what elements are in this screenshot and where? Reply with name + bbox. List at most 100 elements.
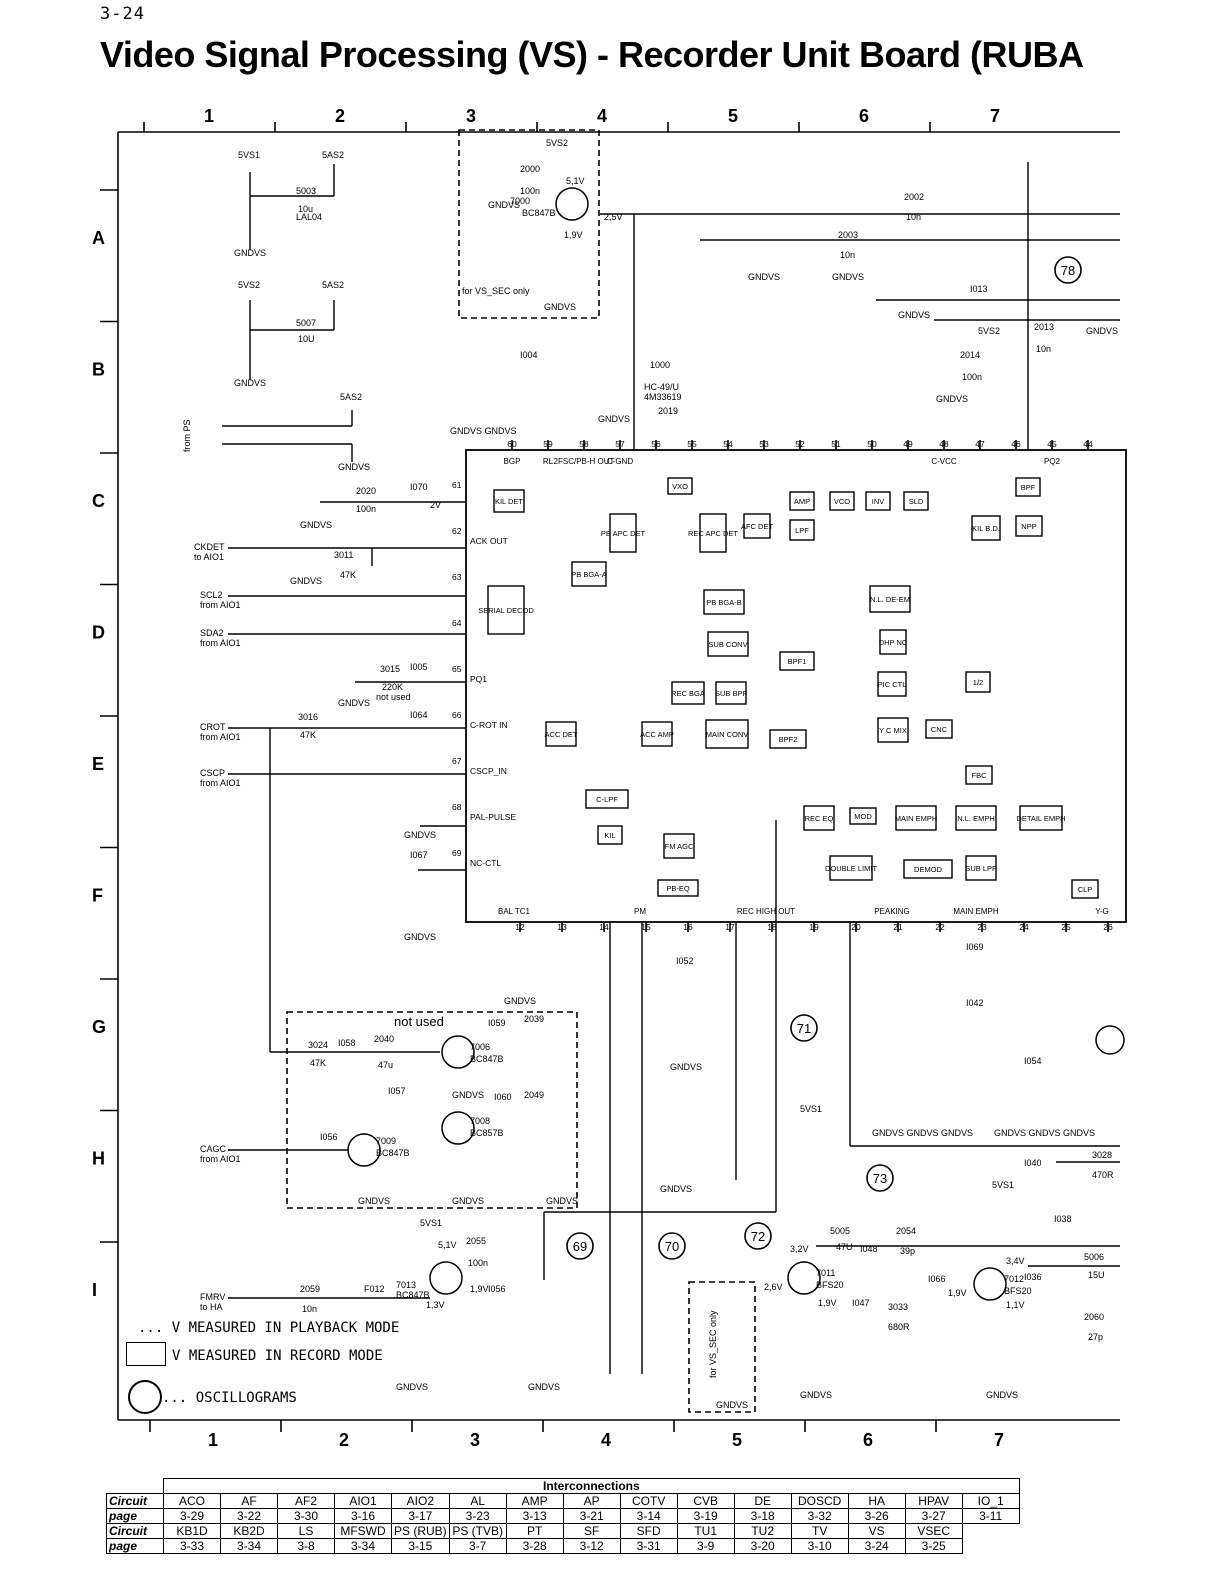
svg-text:I042: I042 xyxy=(966,998,984,1008)
function-block: SUB CONV xyxy=(707,631,749,657)
interconnection-cell: 3-23 xyxy=(448,1508,507,1524)
interconnection-cell: 3-27 xyxy=(904,1508,963,1524)
svg-text:5,1V: 5,1V xyxy=(438,1240,457,1250)
pin-number: 21 xyxy=(893,922,903,932)
wiring xyxy=(222,162,1120,1374)
interconnection-cell: 3-24 xyxy=(847,1538,906,1554)
function-block: CLP xyxy=(1071,879,1099,899)
svg-text:GNDVS: GNDVS xyxy=(748,272,780,282)
svg-text:GNDVS: GNDVS xyxy=(338,462,370,472)
svg-text:47U: 47U xyxy=(836,1242,853,1252)
pin-number: 67 xyxy=(452,756,462,766)
svg-text:I056: I056 xyxy=(320,1132,338,1142)
pin-number: 56 xyxy=(651,439,661,449)
vs-sec-note-top: for VS_SEC only xyxy=(462,286,530,296)
block-outline xyxy=(965,765,993,785)
grid-row-label: D xyxy=(92,623,105,643)
svg-text:4M33619: 4M33619 xyxy=(644,392,682,402)
pin-number: 47 xyxy=(975,439,985,449)
svg-text:GNDVS: GNDVS xyxy=(544,302,576,312)
interconnection-cell: KB1D xyxy=(163,1523,221,1539)
pin-number: 44 xyxy=(1083,439,1093,449)
svg-text:GNDVS: GNDVS xyxy=(452,1196,484,1206)
svg-text:I070: I070 xyxy=(410,482,428,492)
grid-col-label: 2 xyxy=(339,1430,349,1450)
svg-text:GNDVS: GNDVS xyxy=(396,1382,428,1392)
svg-text:5AS2: 5AS2 xyxy=(322,150,344,160)
block-label: CNC xyxy=(931,725,948,734)
svg-text:I069: I069 xyxy=(966,942,984,952)
block-label: KIL xyxy=(604,831,615,840)
pin-number: 23 xyxy=(977,922,987,932)
interconnection-cell: 3-7 xyxy=(448,1538,507,1554)
pin-number: 45 xyxy=(1047,439,1057,449)
svg-text:SDA2: SDA2 xyxy=(200,628,224,638)
block-label: CLP xyxy=(1078,885,1093,894)
grid-col-label: 3 xyxy=(470,1430,480,1450)
function-block: Y C MIX xyxy=(877,717,909,743)
block-label: NPP xyxy=(1021,522,1036,531)
interconnection-cell: AP xyxy=(562,1493,621,1509)
svg-text:5007: 5007 xyxy=(296,318,316,328)
interconnections-caption: Interconnections xyxy=(163,1478,1020,1494)
interconnection-cell: PS (RUB) xyxy=(391,1523,450,1539)
svg-text:BC857B: BC857B xyxy=(470,1128,504,1138)
vs-sec-note-bottom: for VS_SEC only xyxy=(708,1310,718,1378)
svg-text:GNDVS: GNDVS xyxy=(234,378,266,388)
svg-text:2,5V: 2,5V xyxy=(604,212,623,222)
page-title: Video Signal Processing (VS) - Recorder … xyxy=(100,34,1084,75)
svg-text:I013: I013 xyxy=(970,284,988,294)
interconnection-cell: VSEC xyxy=(904,1523,963,1539)
svg-text:1,9V: 1,9V xyxy=(470,1284,489,1294)
oscillogram-number: 71 xyxy=(797,1021,811,1036)
interconnection-cell: 3-34 xyxy=(334,1538,392,1554)
grid-col-label: 6 xyxy=(859,106,869,126)
svg-text:2059: 2059 xyxy=(300,1284,320,1294)
legend-record-box xyxy=(126,1342,166,1366)
row-label-page: page xyxy=(106,1538,164,1554)
svg-text:7008: 7008 xyxy=(470,1116,490,1126)
block-label: BPF xyxy=(1021,483,1036,492)
interconnection-cell: AF2 xyxy=(277,1493,335,1509)
pin-number: 54 xyxy=(723,439,733,449)
legend-osc-circle xyxy=(128,1380,162,1414)
pin-number: 22 xyxy=(935,922,945,932)
grid-row-label: H xyxy=(92,1149,105,1169)
interconnection-cell: 3-16 xyxy=(334,1508,392,1524)
svg-text:I056: I056 xyxy=(488,1284,506,1294)
svg-text:7000: 7000 xyxy=(510,196,530,206)
row-label-page: page xyxy=(106,1508,164,1524)
block-label: DETAIL EMPH xyxy=(1016,814,1065,823)
svg-text:2039: 2039 xyxy=(524,1014,544,1024)
svg-text:to AIO1: to AIO1 xyxy=(194,552,224,562)
block-outline xyxy=(667,477,693,495)
svg-text:CKDET: CKDET xyxy=(194,542,225,552)
svg-text:5VS2: 5VS2 xyxy=(546,138,568,148)
interconnection-cell: 3-11 xyxy=(961,1508,1020,1524)
svg-text:GNDVS: GNDVS xyxy=(290,576,322,586)
grid-col-label: 2 xyxy=(335,106,345,126)
interconnection-cell: 3-25 xyxy=(904,1538,963,1554)
grid-row-label: C xyxy=(92,491,105,511)
block-label: SUB CONV xyxy=(708,640,747,649)
pin-signal: NC-CTL xyxy=(470,858,501,868)
block-label: MOD xyxy=(854,812,872,821)
block-outline xyxy=(769,729,807,749)
block-label: REC EQ xyxy=(805,814,834,823)
block-outline xyxy=(849,807,877,825)
interconnection-cell: 3-9 xyxy=(676,1538,735,1554)
block-outline xyxy=(609,513,637,553)
interconnection-cell: 3-15 xyxy=(391,1538,450,1554)
svg-text:GNDVS: GNDVS xyxy=(338,698,370,708)
oscillogram-number: 70 xyxy=(665,1239,679,1254)
svg-text:47K: 47K xyxy=(300,730,316,740)
block-label: REC BGA xyxy=(671,689,705,698)
pin-number: 24 xyxy=(1019,922,1029,932)
pin-signal: PAL-PULSE xyxy=(470,812,516,822)
pin-number: 19 xyxy=(809,922,819,932)
transistor-symbols xyxy=(347,187,1125,1301)
row-label-circuit: Circuit xyxy=(106,1523,164,1539)
function-block: FM AGC xyxy=(663,833,695,859)
svg-text:GNDVS: GNDVS xyxy=(716,1400,748,1410)
